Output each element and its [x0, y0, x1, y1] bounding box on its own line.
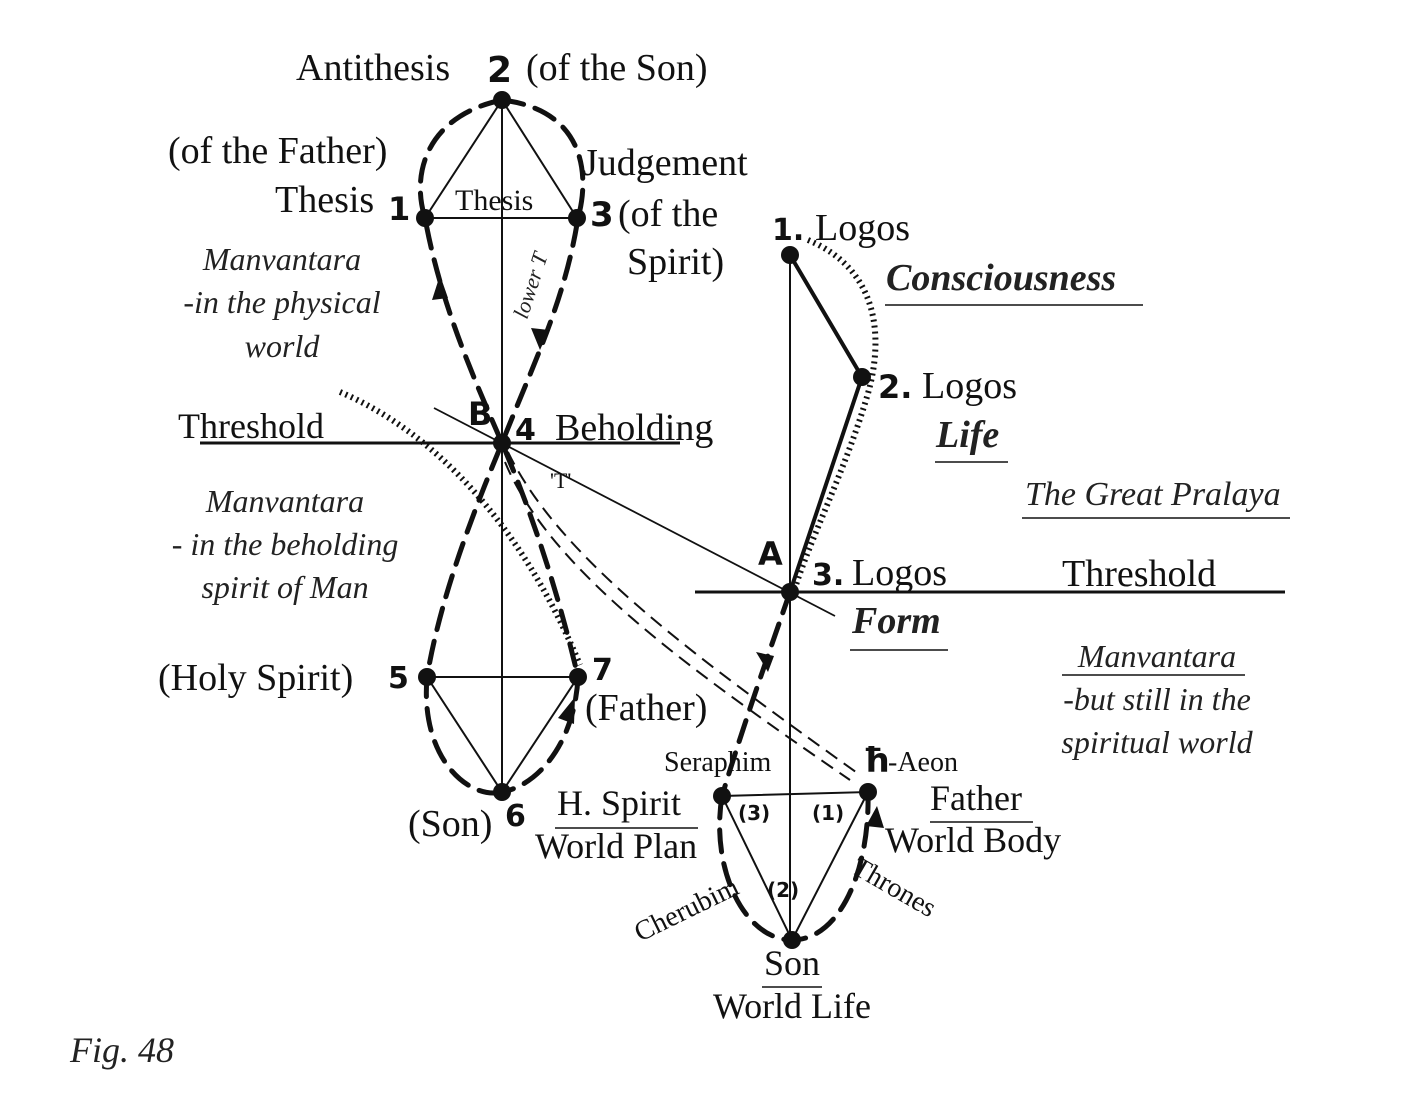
logos3-label: Logos	[852, 552, 947, 594]
father-vertex	[859, 783, 877, 801]
of-the-father-label: (of the Father)	[168, 130, 387, 172]
connecting-curves	[504, 451, 861, 781]
arrow-up-aeon-icon	[866, 806, 884, 828]
cherubim-label: Cherubim	[629, 871, 743, 948]
manv-beholding-line2: - in the beholding	[172, 526, 399, 562]
vertex-3	[568, 209, 586, 227]
logos2-number: 2.	[878, 368, 912, 406]
holy-spirit-number: 5	[388, 661, 409, 696]
dashed-a-to-hspirit	[719, 589, 793, 799]
form-label: Form	[851, 600, 941, 642]
inner-thesis-label: Thesis	[455, 184, 533, 217]
figure-caption: Fig. 48	[69, 1030, 174, 1070]
right-figure-labels: 1. Logos Consciousness 2. Logos Life The…	[535, 207, 1281, 1026]
arrow-down-right-icon	[531, 328, 549, 350]
bottom-triangle	[720, 790, 870, 943]
of-the-son-label: (of the Son)	[526, 47, 708, 89]
t-marker: 'T'	[550, 468, 571, 493]
hspirit-vertex	[713, 787, 731, 805]
arrow-down-a-icon	[756, 652, 774, 672]
logos3-number: 3.	[812, 558, 844, 593]
logos-3-vertex-a	[781, 583, 799, 601]
hspirit-label: H. Spirit	[557, 783, 681, 823]
lower-t-label: lower T	[508, 248, 553, 322]
threshold-right-label: Threshold	[1062, 553, 1216, 595]
a-marker: A	[758, 535, 783, 573]
antithesis-number: 2	[487, 50, 512, 91]
logos1-label: Logos	[815, 207, 910, 249]
arrow-up-left-icon	[432, 275, 448, 300]
manv-beholding-line1: Manvantara	[205, 483, 364, 519]
world-life-label: World Life	[713, 986, 871, 1026]
life-label: Life	[935, 414, 999, 456]
aeon-label: -Aeon	[888, 747, 958, 778]
beholding-number: 4	[515, 413, 536, 448]
son-vertex	[783, 931, 801, 949]
thesis-label: Thesis	[275, 179, 374, 221]
judgement-label: Judgement	[583, 142, 748, 184]
manv-spiritual-line1: Manvantara	[1077, 638, 1236, 674]
vertex-5	[418, 668, 436, 686]
number-1-label: (1)	[812, 801, 844, 825]
vertex-7	[569, 668, 587, 686]
manv-physical-line2: -in the physical	[183, 284, 380, 320]
seraphim-label: Seraphim	[664, 747, 772, 778]
judgement-number: 3	[590, 195, 614, 235]
logos-path	[788, 253, 865, 593]
beholding-label: Beholding	[555, 407, 713, 449]
son-left-label: (Son)	[408, 803, 492, 845]
right-figure-structure	[555, 237, 1290, 988]
logos-hatched-curve	[792, 237, 879, 589]
father-left-label: (Father)	[585, 687, 707, 729]
manv-physical-line3: world	[245, 328, 321, 364]
vertex-4-b	[493, 434, 511, 452]
great-pralaya-label: The Great Pralaya	[1025, 476, 1281, 513]
son-right-label: Son	[764, 943, 820, 983]
logos-1-vertex	[781, 246, 799, 264]
son-left-number: 6	[505, 799, 526, 834]
thrones-label: Thrones	[847, 851, 942, 924]
dashed-curve-inner	[504, 461, 851, 781]
lower-triangle	[425, 676, 580, 794]
dashed-curve-outer	[507, 451, 861, 776]
manv-physical-line1: Manvantara	[202, 241, 361, 277]
arrow-up-father-icon	[558, 697, 575, 724]
manv-beholding-line3: spirit of Man	[201, 569, 368, 605]
b-marker: B	[468, 395, 492, 433]
logos1-number: 1.	[772, 213, 804, 248]
number-3-label: (3)	[738, 801, 770, 825]
world-body-label: World Body	[885, 820, 1061, 860]
spirit-label: Spirit)	[627, 241, 724, 283]
father-right-label: Father	[930, 778, 1022, 818]
logos2-label: Logos	[922, 365, 1017, 407]
logos-2-vertex	[853, 368, 871, 386]
threshold-left-label: Threshold	[178, 406, 324, 446]
manv-spiritual-line2: -but still in the	[1063, 681, 1251, 717]
of-the-label: (of the	[618, 193, 718, 235]
antithesis-label: Antithesis	[296, 47, 450, 89]
saturn-symbol: ħ	[863, 741, 890, 781]
thesis-number: 1	[388, 190, 410, 228]
left-figure-structure	[200, 91, 836, 801]
vertex-6	[493, 783, 511, 801]
world-plan-label: World Plan	[535, 826, 697, 866]
father-number: 7	[592, 653, 613, 688]
consciousness-label: Consciousness	[886, 257, 1116, 299]
vertex-2	[493, 91, 511, 109]
manv-spiritual-line3: spiritual world	[1061, 724, 1253, 760]
upper-triangle	[423, 98, 579, 219]
holy-spirit-label: (Holy Spirit)	[158, 657, 353, 699]
left-figure-labels: Antithesis 2 (of the Son) (of the Father…	[158, 47, 748, 845]
number-2-label: (2)	[767, 878, 799, 902]
vertex-1	[416, 209, 434, 227]
